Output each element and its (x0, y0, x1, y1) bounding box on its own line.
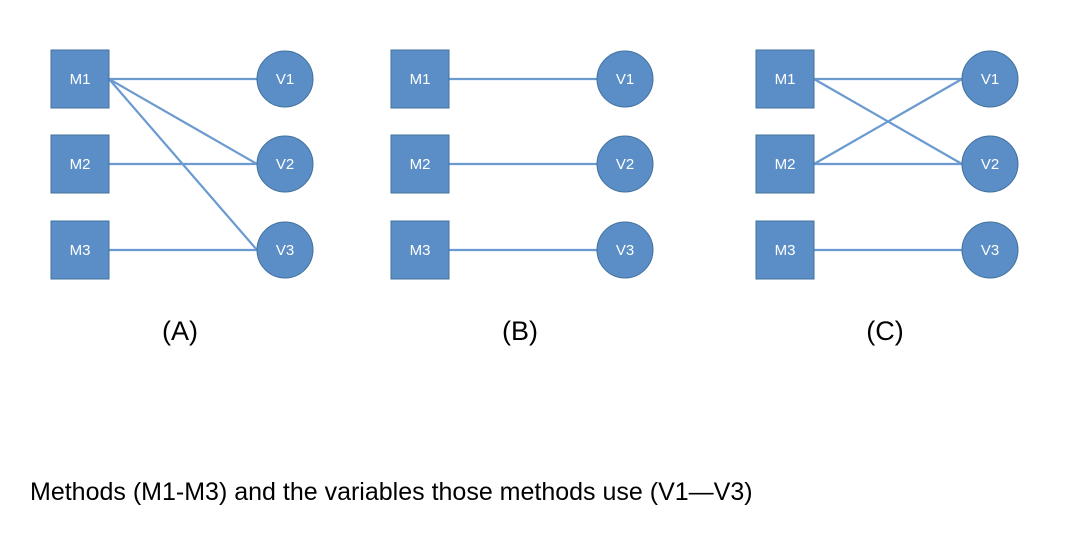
variable-node-v2 (961, 135, 1019, 193)
method-label-m2: M2 (410, 156, 431, 173)
method-label-m2: M2 (70, 156, 91, 173)
variable-node-v1 (961, 50, 1019, 108)
method-label-m3: M3 (410, 242, 431, 259)
method-node-m2 (390, 134, 450, 194)
method-label-m1: M1 (70, 71, 91, 88)
variable-node-v2 (596, 135, 654, 193)
method-node-m1 (755, 49, 815, 109)
method-label-m3: M3 (70, 242, 91, 259)
variable-node-v2 (256, 135, 314, 193)
variable-label-v1: V1 (616, 71, 634, 88)
edge-m2-v1 (813, 78, 963, 165)
variable-label-v3: V3 (981, 242, 999, 259)
method-node-m3 (755, 220, 815, 280)
variable-label-v2: V2 (981, 156, 999, 173)
variable-label-v3: V3 (616, 242, 634, 259)
panel-caption-c: (C) (866, 316, 903, 346)
method-node-m3 (390, 220, 450, 280)
variable-node-v3 (256, 221, 314, 279)
panel-caption-b: (B) (502, 316, 538, 346)
variable-node-v3 (596, 221, 654, 279)
variable-node-v1 (596, 50, 654, 108)
variable-label-v3: V3 (276, 242, 294, 259)
variable-label-v2: V2 (276, 156, 294, 173)
figure-caption: Methods (M1-M3) and the variables those … (30, 478, 753, 506)
variable-label-v1: V1 (276, 71, 294, 88)
variable-label-v1: V1 (981, 71, 999, 88)
edge-m1-v2 (108, 78, 258, 165)
variable-node-v3 (961, 221, 1019, 279)
variable-label-v2: V2 (616, 156, 634, 173)
method-node-m1 (50, 49, 110, 109)
panel-caption-a: (A) (162, 316, 198, 346)
method-label-m3: M3 (775, 242, 796, 259)
variable-node-v1 (256, 50, 314, 108)
method-label-m2: M2 (775, 156, 796, 173)
method-node-m2 (50, 134, 110, 194)
method-node-m3 (50, 220, 110, 280)
method-node-m1 (390, 49, 450, 109)
method-label-m1: M1 (410, 71, 431, 88)
method-node-m2 (755, 134, 815, 194)
method-label-m1: M1 (775, 71, 796, 88)
